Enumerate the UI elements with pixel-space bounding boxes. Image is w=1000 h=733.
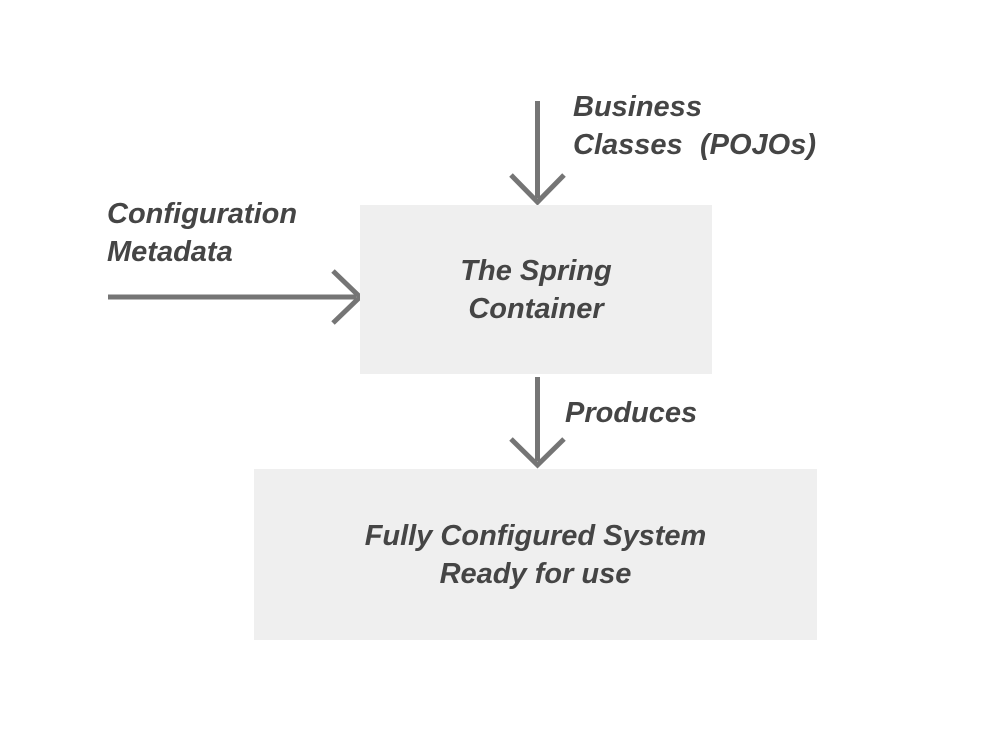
arrow-configuration-metadata-to-container	[108, 269, 364, 325]
spring-container-label: The Spring Container	[460, 254, 612, 325]
arrow-business-classes-to-container	[509, 101, 566, 206]
pojos-label: (POJOs)	[700, 129, 817, 161]
configuration-metadata-label: Configuration Metadata	[107, 198, 298, 268]
produces-label: Produces	[565, 397, 698, 429]
arrow-container-to-output-box	[509, 377, 566, 469]
fully-configured-system-label: Fully Configured System Ready for use	[364, 519, 707, 590]
spring-container-box: The Spring Container	[360, 205, 712, 374]
business-classes-label: Business Classes	[573, 91, 702, 161]
fully-configured-system-box: Fully Configured System Ready for use	[254, 469, 817, 640]
